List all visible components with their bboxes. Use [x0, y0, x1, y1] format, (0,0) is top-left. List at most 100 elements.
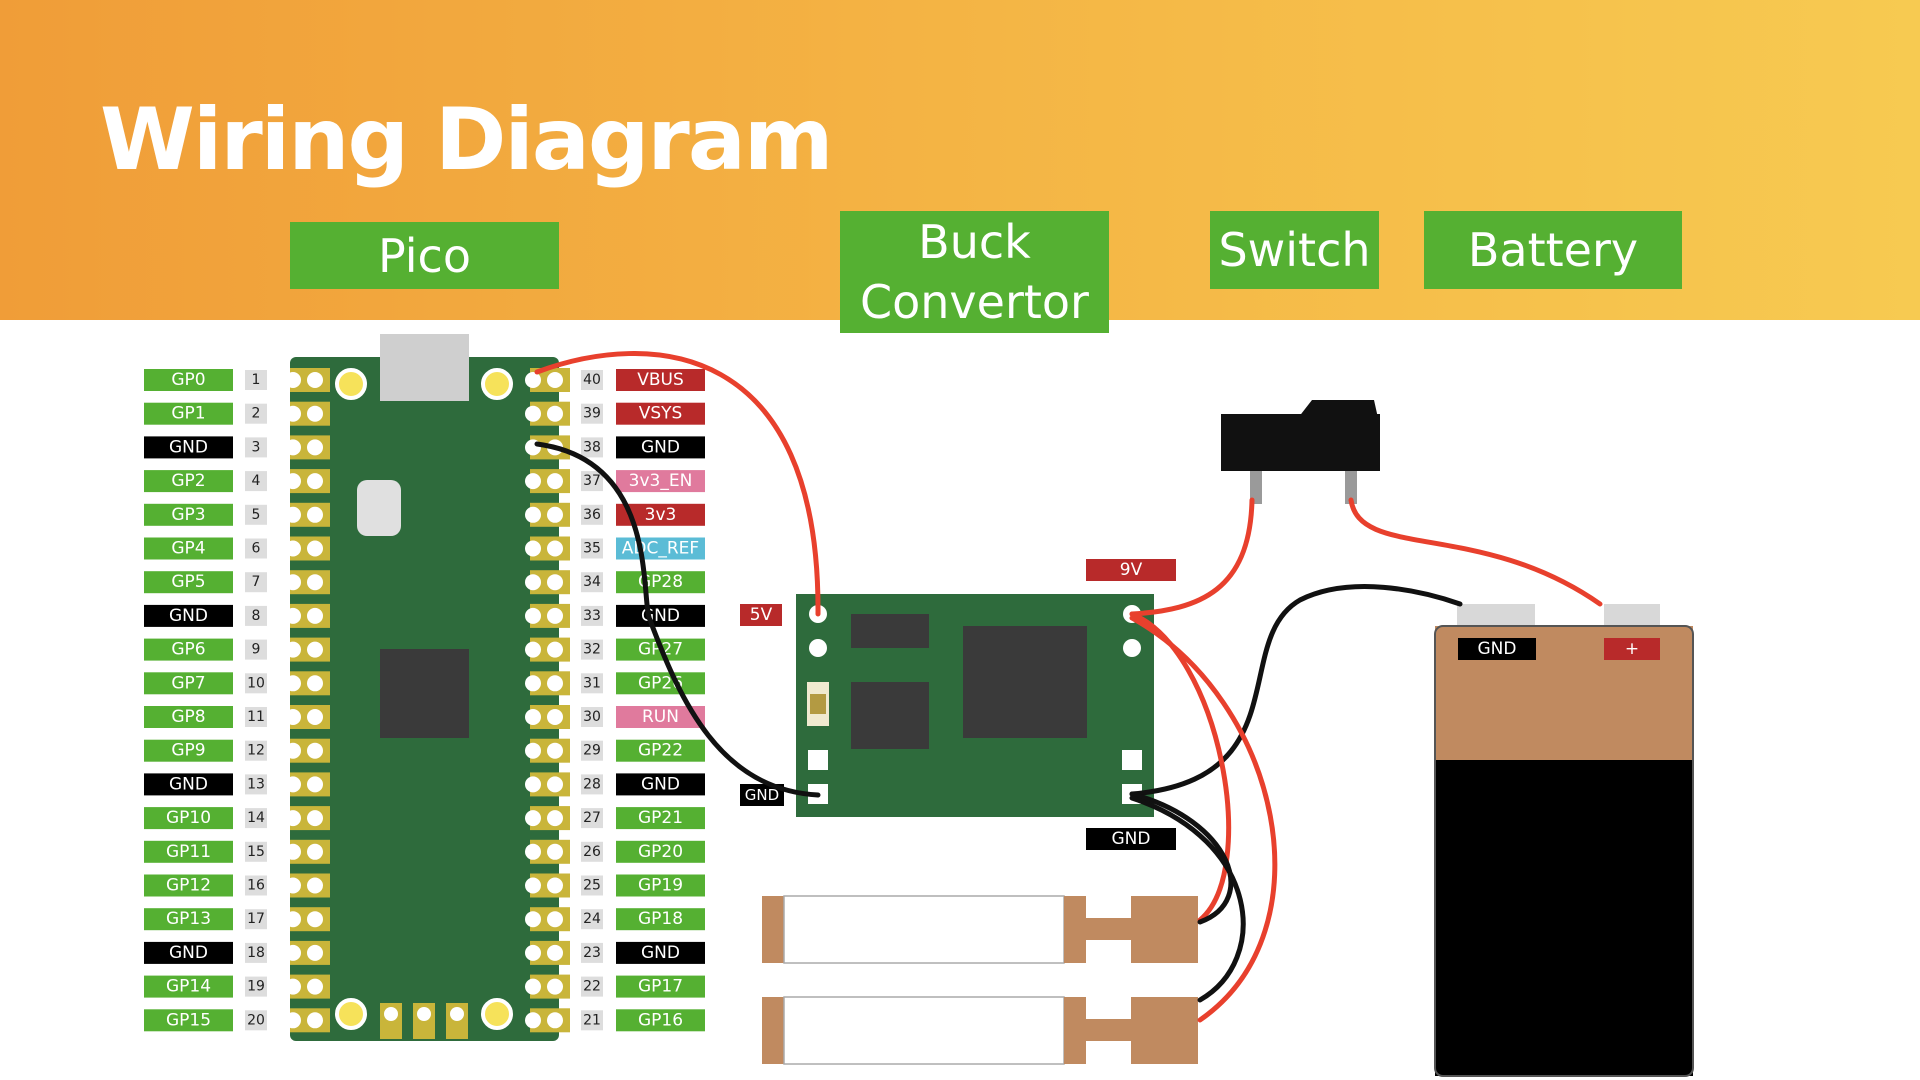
pico-board	[285, 334, 570, 1041]
pin-number-1-bg	[245, 370, 267, 390]
buck-chip-small	[851, 614, 929, 648]
pin-hole	[307, 473, 323, 490]
pin-number-33-bg	[581, 605, 603, 626]
pin-label-39-bg	[616, 402, 705, 425]
pin-number-4-bg	[245, 471, 267, 492]
pin-hole	[285, 372, 301, 388]
buck-out-gnd-label: GND	[745, 786, 779, 804]
debug-hole	[417, 1007, 431, 1021]
pin-hole	[307, 641, 323, 658]
buck-9v-label: 9V	[1120, 560, 1143, 580]
motor-end-cap	[762, 997, 784, 1064]
pin-number-7-bg	[245, 572, 267, 593]
pin-label-16-bg	[144, 874, 233, 897]
pin-label-11-bg	[144, 706, 233, 728]
buck-header-line1: Buck	[918, 215, 1031, 269]
pin-hole	[525, 978, 541, 995]
buck-5v-label: 5V	[750, 605, 773, 625]
pin-hole	[285, 944, 301, 961]
pin-hole	[547, 372, 563, 388]
wire-gnd-to-motor2	[1129, 795, 1246, 1003]
wire-vbus-to-5v	[534, 351, 821, 617]
pin-label-25: GP19	[638, 876, 683, 896]
pin-hole	[547, 877, 563, 894]
pin-hole	[307, 843, 323, 860]
pin-label-14-bg	[144, 807, 233, 830]
battery-terminal-pos	[1604, 604, 1660, 628]
pin-number-29-bg	[581, 740, 603, 761]
pin-hole	[285, 877, 301, 894]
battery-gnd-tag	[1458, 638, 1536, 660]
pin-hole	[525, 506, 541, 523]
pin-number-40-bg	[581, 370, 603, 390]
pin-hole	[547, 607, 563, 624]
pin-number-29: 29	[583, 743, 601, 759]
pin-label-29: GP22	[638, 741, 683, 761]
pin-hole	[525, 473, 541, 490]
buck-pad	[1123, 639, 1141, 657]
debug-hole	[384, 1007, 398, 1021]
pin-hole	[547, 540, 563, 557]
switch-actuator	[1298, 400, 1378, 418]
pin-label-20-bg	[144, 1009, 233, 1032]
buck-pad	[809, 639, 827, 657]
pin-label-4-bg	[144, 470, 233, 493]
pin-number-15-bg	[245, 841, 267, 862]
pin-label-21: GP16	[638, 1010, 683, 1030]
pin-hole	[285, 540, 301, 557]
buck-header-line2: Convertor	[860, 275, 1089, 329]
pin-hole	[285, 1012, 301, 1029]
pin-label-34-bg	[616, 571, 705, 594]
pin-hole	[285, 574, 301, 591]
pin-label-37-bg	[616, 470, 705, 493]
pin-label-17-bg	[144, 908, 233, 931]
pin-label-7-bg	[144, 571, 233, 594]
pin-number-17-bg	[245, 909, 267, 930]
pin-label-7: GP5	[171, 572, 205, 592]
pin-hole	[285, 473, 301, 490]
motor-gear	[1131, 896, 1198, 963]
pin-label-20: GP15	[166, 1010, 211, 1030]
pin-label-25-bg	[616, 874, 705, 897]
pin-number-23: 23	[583, 945, 601, 961]
pin-number-30: 30	[583, 709, 601, 725]
pin-hole	[285, 709, 301, 725]
motor-end-cap	[1064, 896, 1086, 963]
pin-number-36: 36	[583, 507, 601, 523]
pin-number-32-bg	[581, 639, 603, 660]
motor-end-cap	[762, 896, 784, 963]
pin-label-9-bg	[144, 638, 233, 661]
bootsel-button	[357, 480, 401, 536]
rp2040-chip	[380, 649, 469, 738]
battery-9v: GND +	[1434, 604, 1694, 1077]
pin-label-30-bg	[616, 706, 705, 728]
pin-hole	[525, 709, 541, 725]
pin-hole	[525, 742, 541, 759]
pin-label-24: GP18	[638, 909, 683, 929]
pin-number-28-bg	[581, 774, 603, 795]
pico-header: Pico	[290, 222, 559, 289]
pin-label-6-bg	[144, 537, 233, 560]
buck-9v-tag	[1086, 559, 1176, 581]
pin-label-36: 3v3	[645, 505, 677, 525]
pin-number-9-bg	[245, 639, 267, 660]
pin-label-13: GND	[169, 774, 208, 794]
pin-label-17: GP13	[166, 909, 211, 929]
motor-end-cap	[1064, 997, 1086, 1064]
pin-hole	[525, 405, 541, 422]
battery-gnd-label: GND	[1478, 639, 1517, 659]
pin-label-28: GND	[641, 774, 680, 794]
pin-label-1-bg	[144, 369, 233, 391]
wires	[534, 351, 1603, 1023]
pin-number-20: 20	[247, 1012, 265, 1028]
pin-label-6: GP4	[171, 539, 205, 559]
pico-pin-holes	[285, 368, 570, 1039]
pin-label-19: GP14	[166, 977, 211, 997]
pin-label-2: GP1	[171, 404, 205, 424]
pin-hole	[525, 607, 541, 624]
pin-label-40-bg	[616, 369, 705, 391]
pin-label-36-bg	[616, 503, 705, 526]
battery-terminal-neg	[1457, 604, 1535, 628]
pin-label-18-bg	[144, 941, 233, 964]
pin-number-35: 35	[583, 541, 601, 557]
